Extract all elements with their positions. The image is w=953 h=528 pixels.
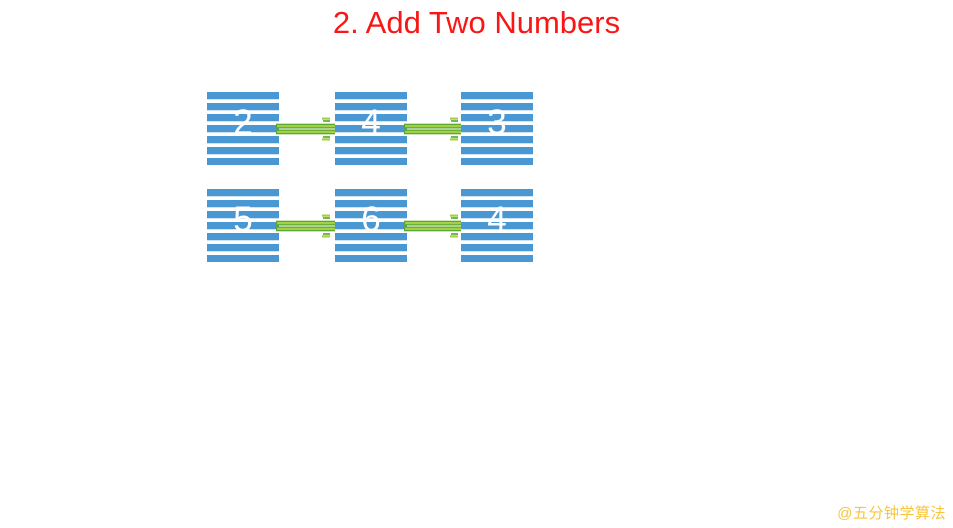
list-node: 4 [461, 189, 533, 262]
next-pointer-arrow-icon [403, 115, 465, 143]
list-node: 6 [335, 189, 407, 262]
node-value: 5 [233, 200, 253, 239]
list-node: 3 [461, 92, 533, 165]
next-pointer-arrow-icon [275, 212, 337, 240]
list-node: 5 [207, 189, 279, 262]
node-value: 3 [487, 103, 507, 142]
node-value: 4 [361, 103, 381, 142]
node-value: 6 [361, 200, 381, 239]
node-value: 2 [233, 103, 253, 142]
node-value: 4 [487, 200, 507, 239]
watermark: @五分钟学算法 [837, 505, 946, 522]
list-node: 4 [335, 92, 407, 165]
list-node: 2 [207, 92, 279, 165]
next-pointer-arrow-icon [275, 115, 337, 143]
next-pointer-arrow-icon [403, 212, 465, 240]
page-title: 2. Add Two Numbers [332, 5, 621, 40]
